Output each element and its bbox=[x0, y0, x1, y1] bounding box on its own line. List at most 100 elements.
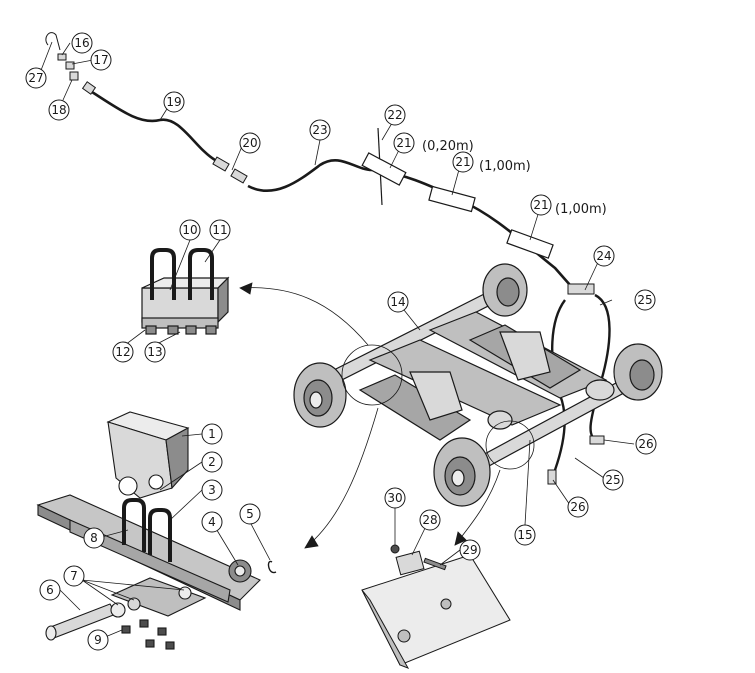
pin-6 bbox=[47, 603, 117, 639]
frame-hole-a bbox=[397, 629, 411, 643]
callout-3: 3 bbox=[201, 479, 223, 501]
sleeve-21c bbox=[506, 229, 554, 259]
brake-chamber-front bbox=[585, 379, 615, 401]
callout-24: 24 bbox=[593, 245, 615, 267]
arrow-to-clamp bbox=[239, 287, 369, 346]
hanger-right bbox=[499, 331, 551, 381]
callout-12: 12 bbox=[112, 341, 134, 363]
callout-1: 1 bbox=[201, 423, 223, 445]
nut-12a bbox=[145, 325, 157, 335]
u-bolt-right bbox=[188, 248, 214, 300]
bracket-28 bbox=[395, 550, 425, 576]
callout-21b: 21 bbox=[452, 151, 474, 173]
callout-2: 2 bbox=[201, 451, 223, 473]
callout-27: 27 bbox=[25, 67, 47, 89]
brake-chamber-rear bbox=[487, 410, 513, 430]
svg-text:16: 16 bbox=[74, 36, 89, 50]
svg-text:24: 24 bbox=[596, 249, 611, 263]
callout-21c: 21 bbox=[530, 194, 552, 216]
hose-25-upper bbox=[589, 293, 611, 442]
spring-exploded-assembly bbox=[36, 411, 277, 650]
svg-text:30: 30 bbox=[387, 491, 402, 505]
clamp-plate bbox=[141, 317, 219, 329]
callout-29: 29 bbox=[459, 539, 481, 561]
callout-25a: 25 bbox=[634, 289, 656, 311]
svg-text:12: 12 bbox=[115, 345, 130, 359]
callout-19: 19 bbox=[163, 91, 185, 113]
nut-30 bbox=[390, 544, 400, 554]
svg-text:5: 5 bbox=[246, 507, 254, 521]
washer-7a bbox=[110, 602, 126, 618]
svg-text:6: 6 bbox=[46, 583, 54, 597]
pin-6-head bbox=[45, 625, 57, 641]
nut-9e bbox=[165, 641, 175, 650]
hanger-eye-2 bbox=[148, 474, 164, 490]
svg-text:2: 2 bbox=[208, 455, 216, 469]
washer-7b bbox=[127, 597, 141, 611]
leaf-spring-left bbox=[358, 374, 472, 441]
nut-13b bbox=[205, 325, 217, 335]
svg-text:21: 21 bbox=[533, 198, 548, 212]
tee-24 bbox=[567, 283, 595, 295]
callout-5: 5 bbox=[239, 503, 261, 525]
hub-rear-left bbox=[293, 362, 347, 428]
callout-21a: 21 bbox=[393, 132, 415, 154]
nut-9d bbox=[145, 639, 155, 648]
arrowhead-bracket bbox=[454, 531, 467, 546]
length-label-1-00m-a: (1,00m) bbox=[479, 159, 531, 174]
coupling-20b bbox=[230, 168, 248, 184]
callout-9: 9 bbox=[87, 629, 109, 651]
frame-rail-left bbox=[368, 339, 562, 426]
u-bolt-2 bbox=[122, 498, 146, 552]
nut-9c bbox=[157, 627, 167, 636]
svg-text:10: 10 bbox=[182, 223, 197, 237]
callout-23: 23 bbox=[309, 119, 331, 141]
svg-text:19: 19 bbox=[166, 95, 181, 109]
callout-22: 22 bbox=[384, 104, 406, 126]
callout-15: 15 bbox=[514, 524, 536, 546]
svg-text:29: 29 bbox=[462, 543, 477, 557]
callout-16: 16 bbox=[71, 32, 93, 54]
svg-text:7: 7 bbox=[70, 569, 78, 583]
clamp-side bbox=[217, 276, 229, 324]
callout-11: 11 bbox=[209, 219, 231, 241]
frame-hole-b bbox=[440, 598, 452, 610]
hub-front-left bbox=[433, 437, 491, 507]
arrowhead-spring bbox=[304, 535, 319, 549]
detail-circle-b bbox=[485, 420, 535, 470]
detail-circle-a bbox=[341, 344, 403, 406]
nut-9a bbox=[121, 625, 131, 634]
fitting-19-end bbox=[81, 81, 97, 95]
hose-19 bbox=[91, 90, 216, 162]
fitting-17 bbox=[65, 61, 75, 70]
callout-30: 30 bbox=[384, 487, 406, 509]
callout-26a: 26 bbox=[635, 433, 657, 455]
clamp-top bbox=[141, 277, 230, 289]
length-labels: (0,20m) (1,00m) (1,00m) bbox=[422, 139, 607, 217]
svg-text:23: 23 bbox=[312, 123, 327, 137]
frame-section-edge bbox=[361, 589, 410, 669]
hanger-side-1 bbox=[165, 427, 189, 490]
length-label-0-20m: (0,20m) bbox=[422, 139, 474, 154]
protective-sleeves bbox=[361, 152, 554, 259]
callout-25b: 25 bbox=[602, 469, 624, 491]
hub-rear-right bbox=[482, 263, 528, 317]
svg-text:21: 21 bbox=[396, 136, 411, 150]
fitting-18 bbox=[69, 71, 79, 81]
callout-bubbles: 1 2 3 4 5 6 7 8 9 10 11 12 13 14 15 16 1… bbox=[25, 32, 657, 651]
svg-text:11: 11 bbox=[212, 223, 227, 237]
sleeve-21b bbox=[428, 185, 476, 213]
svg-text:25: 25 bbox=[637, 293, 652, 307]
length-label-1-00m-b: (1,00m) bbox=[555, 202, 607, 217]
callout-17: 17 bbox=[90, 49, 112, 71]
callout-28: 28 bbox=[419, 509, 441, 531]
washer-7c bbox=[178, 586, 192, 600]
hose-fittings bbox=[45, 32, 605, 485]
fitting-26a bbox=[589, 435, 605, 445]
tandem-axle-assembly bbox=[293, 263, 663, 507]
arrowhead-clamp bbox=[239, 282, 253, 295]
callout-26b: 26 bbox=[567, 496, 589, 518]
clip-5 bbox=[267, 560, 277, 574]
bracket-detail-assembly bbox=[361, 544, 511, 669]
